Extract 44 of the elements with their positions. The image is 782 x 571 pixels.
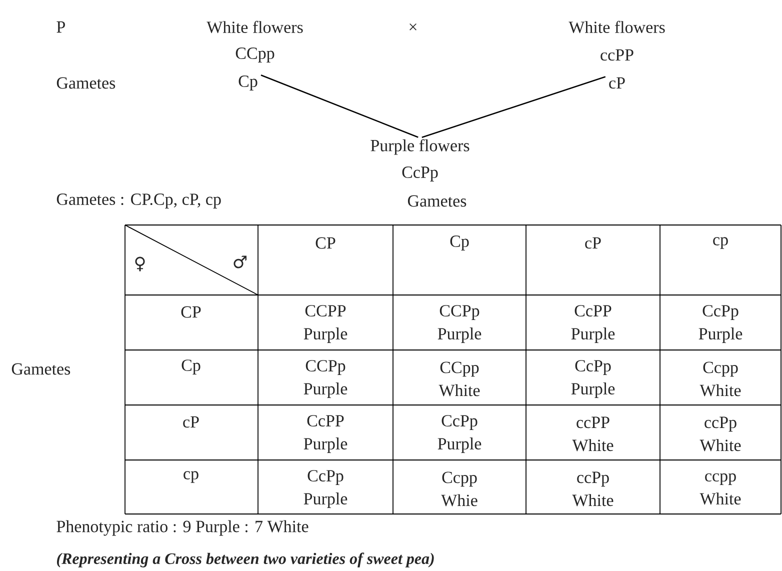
label-text: Gametes [12,363,70,375]
cross-line [260,74,418,138]
label-text: Gametes [408,195,466,207]
label-text: P [56,21,65,33]
label-text: cp [713,237,728,249]
offspring-text: Purple flowers [370,139,470,155]
label-text: White flowers [206,20,303,34]
table-cell: CCPP Purple [304,305,348,343]
label-text: CCpp [236,48,274,62]
sex-symbol: ♀ [135,256,145,272]
caption: (Representing a Cross between two varieties of sweet pea) [56,552,434,568]
label-text: cp [184,471,198,483]
label-text: CP [316,237,336,249]
table-cell: CCPp Purple [304,360,348,398]
label-text: cP [183,416,199,428]
label-text: × [410,23,416,30]
table-cell: CcPp Purple [698,305,742,343]
label-text: CcPp [402,166,438,182]
table-cell: CcPP Purple [571,305,615,343]
label-text: Gametes [56,77,116,89]
gamete-text: Cp [238,76,258,90]
table-cell: CCpp White [438,362,480,396]
table-cell: CcPp Purple [438,415,482,453]
table-cell: CCPp Purple [438,305,482,343]
table-cell: ccPp White [572,472,614,506]
gamete-text: cP [609,77,625,89]
label-text: Gametes : CP.Cp, cP, cp [56,194,221,208]
table-cell: ccPP White [572,416,614,452]
sex-symbol: ♂ [234,256,246,268]
table-cell: ccPp White [700,416,741,452]
table-cell: CcPp Purple [571,360,615,398]
label-text: Phenotypic ratio : 9 Purple : 7 White [56,520,308,536]
table-cell: Ccpp White [700,362,741,396]
table-cell: CcPP Purple [304,415,348,453]
label-text: Cp [450,236,469,250]
label-text: CP [181,306,201,318]
cross-line [422,76,606,138]
label-text: ccPP [600,49,634,61]
label-text: White flowers [568,20,665,34]
table-cell: Ccpp Whie [441,472,478,506]
table-cell: CcPp Purple [304,470,348,508]
table-cell: ccpp White [700,473,741,505]
label-text: cP [585,237,601,249]
label-text: Cp [182,360,200,374]
